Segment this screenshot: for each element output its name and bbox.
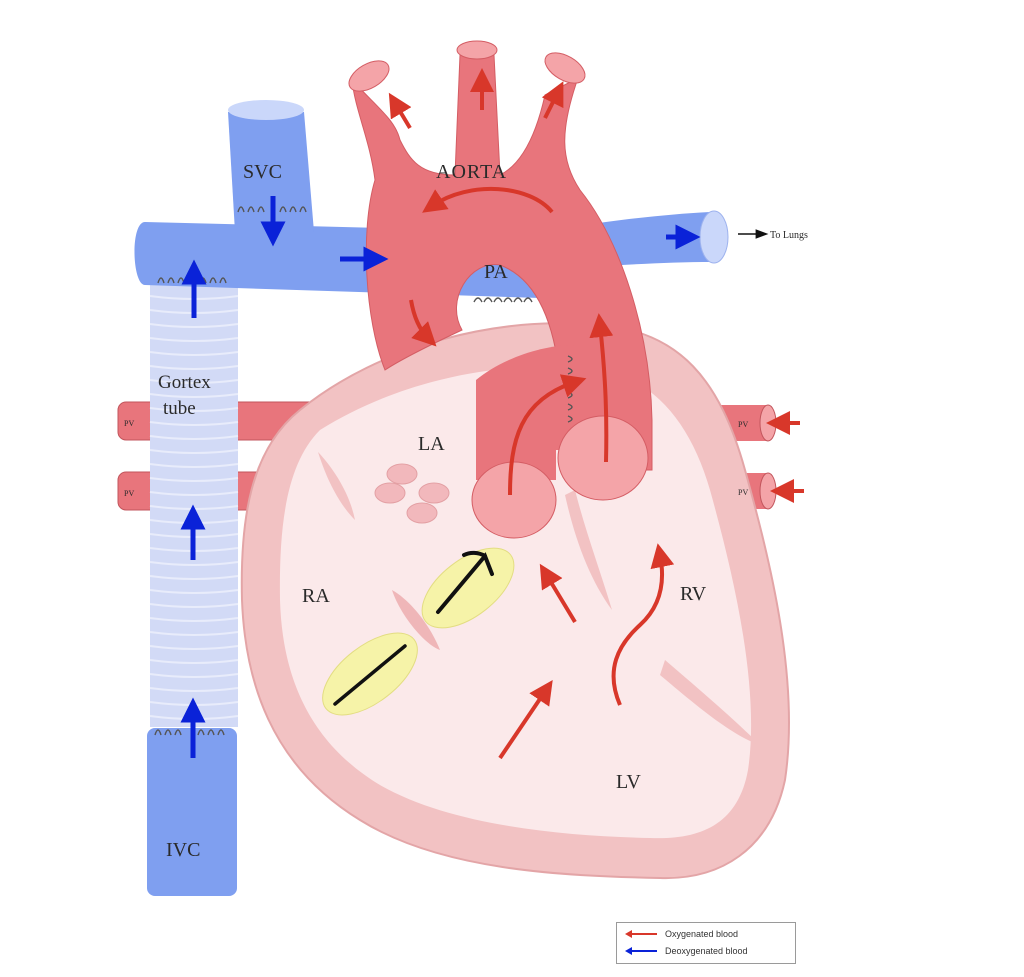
gortex-ring <box>149 603 239 608</box>
ivc-vessel <box>147 728 237 896</box>
legend-deoxygenated-label: Deoxygenated blood <box>665 946 748 956</box>
red-arrow-branch-right <box>541 81 564 119</box>
label-pv-right-upper: PV <box>738 420 748 429</box>
label-to-lungs: To Lungs <box>770 230 808 241</box>
av-valves <box>322 547 515 716</box>
gortex-ring <box>149 631 239 636</box>
septum-ridge-upper <box>318 452 355 520</box>
aorta-branch-ends <box>348 40 586 92</box>
gortex-ring <box>149 645 239 650</box>
pv-right-lower-end <box>759 472 777 510</box>
gortex-ring <box>149 477 239 482</box>
red-arrow-pa-down <box>409 299 437 347</box>
pv-right-upper-end <box>759 404 777 442</box>
trunk-right-end <box>557 415 649 501</box>
gortex-ring <box>149 659 239 664</box>
legend-row-deoxygenated: Deoxygenated blood <box>625 943 795 959</box>
red-arrow-rv-wavy <box>611 543 675 706</box>
septum-ridge-center <box>565 490 612 610</box>
gortex-ring <box>149 393 239 398</box>
gortex-ring <box>149 561 239 566</box>
deoxygenated-arrows <box>180 196 701 758</box>
red-arrow-trunk-left <box>508 374 587 496</box>
gortex-ring <box>149 589 239 594</box>
gortex-tube <box>149 282 239 727</box>
label-pv-left-lower: PV <box>124 489 134 498</box>
gortex-ring <box>149 673 239 678</box>
label-svc: SVC <box>243 161 282 183</box>
red-arrow-rv-left <box>539 563 577 624</box>
red-arrow-branch-left <box>388 92 412 130</box>
label-pa: PA <box>484 261 508 283</box>
label-la: LA <box>418 433 445 455</box>
oxygenated-arrows <box>388 68 804 760</box>
gortex-ring <box>149 323 239 328</box>
label-ivc: IVC <box>166 839 200 861</box>
label-pv-left-upper: PV <box>124 419 134 428</box>
label-gortex-line2: tube <box>163 398 196 419</box>
label-lv: LV <box>616 771 641 793</box>
legend-blue-arrow-icon <box>625 946 657 956</box>
septum-ridge-lower <box>660 660 760 745</box>
legend-row-oxygenated: Oxygenated blood <box>625 926 795 942</box>
label-rv: RV <box>680 583 707 605</box>
gortex-ring <box>149 421 239 426</box>
gortex-ring <box>149 337 239 342</box>
label-gortex-line1: Gortex <box>158 372 211 393</box>
gortex-ring <box>149 435 239 440</box>
legend: Oxygenated blood Deoxygenated blood <box>616 922 796 964</box>
svc-vessel <box>228 100 314 232</box>
red-arrow-arch <box>422 186 554 214</box>
gortex-ring <box>149 365 239 370</box>
atrial-septum <box>392 590 440 650</box>
gortex-ring <box>149 407 239 412</box>
la-leaflets <box>374 463 450 524</box>
gortex-ring <box>149 379 239 384</box>
label-ra: RA <box>302 585 330 607</box>
gortex-ring <box>149 351 239 356</box>
gortex-ring <box>149 617 239 622</box>
gortex-ring <box>149 687 239 692</box>
aorta-trunks <box>471 345 649 539</box>
legend-oxygenated-label: Oxygenated blood <box>665 929 739 939</box>
gortex-ring <box>149 463 239 468</box>
red-arrow-lv <box>498 680 553 760</box>
gortex-ring <box>149 575 239 580</box>
trunk-left-end <box>471 461 557 539</box>
red-arrow-trunk-right <box>589 313 614 463</box>
gortex-ring <box>149 449 239 454</box>
legend-red-arrow-icon <box>625 929 657 939</box>
label-pv-right-lower: PV <box>738 488 748 497</box>
pa-end-to-lungs <box>699 210 729 264</box>
label-aorta: AORTA <box>436 161 507 183</box>
gortex-ring <box>149 491 239 496</box>
